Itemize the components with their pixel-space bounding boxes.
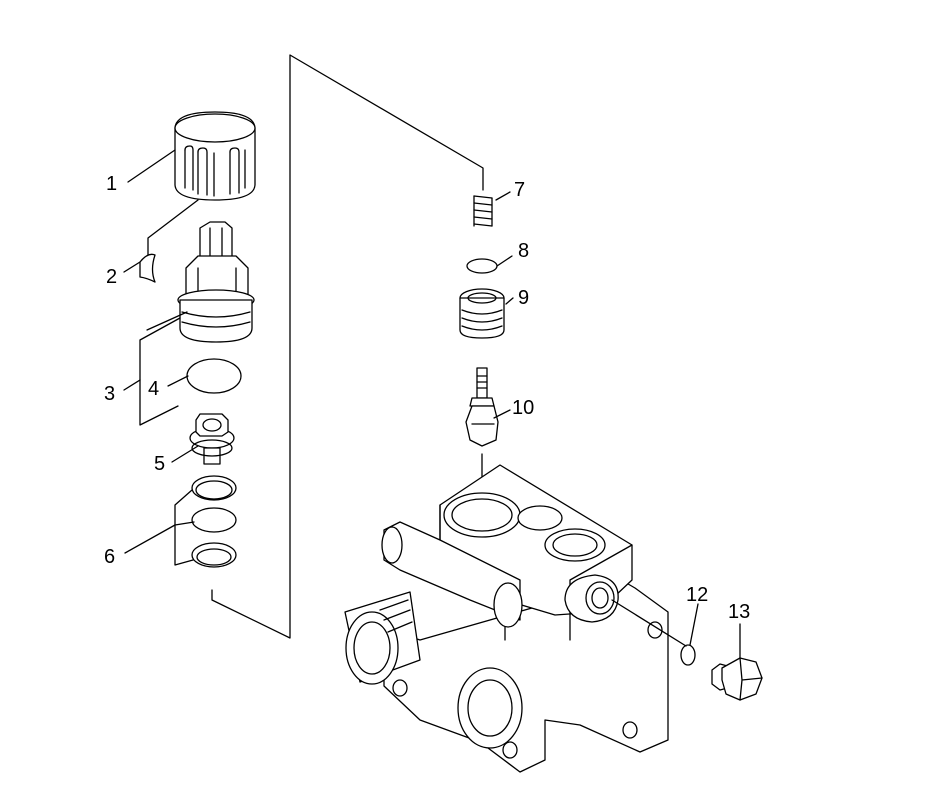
callout-2: 2	[106, 266, 117, 288]
part-6-rings[interactable]	[191, 475, 237, 568]
callout-9: 9	[518, 287, 529, 309]
callout-4: 4	[148, 378, 159, 400]
part-3-bracket	[139, 317, 181, 426]
callout-13: 13	[728, 601, 750, 623]
callout-7: 7	[514, 179, 525, 201]
part-5-valve[interactable]	[189, 413, 235, 465]
callout-8: 8	[518, 240, 529, 262]
part-1-cap[interactable]	[174, 111, 256, 201]
part-3-valve-body[interactable]	[177, 221, 255, 343]
part-4-o-ring[interactable]	[186, 358, 242, 394]
assembly-bracket-main	[211, 54, 484, 639]
callout-10: 10	[512, 397, 534, 419]
part-7-spring[interactable]	[473, 195, 493, 227]
callout-3: 3	[104, 383, 115, 405]
part-6-bracket	[174, 489, 194, 566]
part-12-o-ring[interactable]	[680, 644, 696, 666]
callout-6: 6	[104, 546, 115, 568]
pump-housing[interactable]	[344, 464, 669, 773]
part-10-piston[interactable]	[465, 367, 499, 447]
part-8-o-ring[interactable]	[466, 258, 498, 274]
part-2-label[interactable]	[139, 253, 156, 283]
callout-1: 1	[106, 173, 117, 195]
callout-12: 12	[686, 584, 708, 606]
part-13-plug[interactable]	[711, 657, 763, 701]
part-9-seat[interactable]	[459, 288, 505, 339]
callout-5: 5	[154, 453, 165, 475]
